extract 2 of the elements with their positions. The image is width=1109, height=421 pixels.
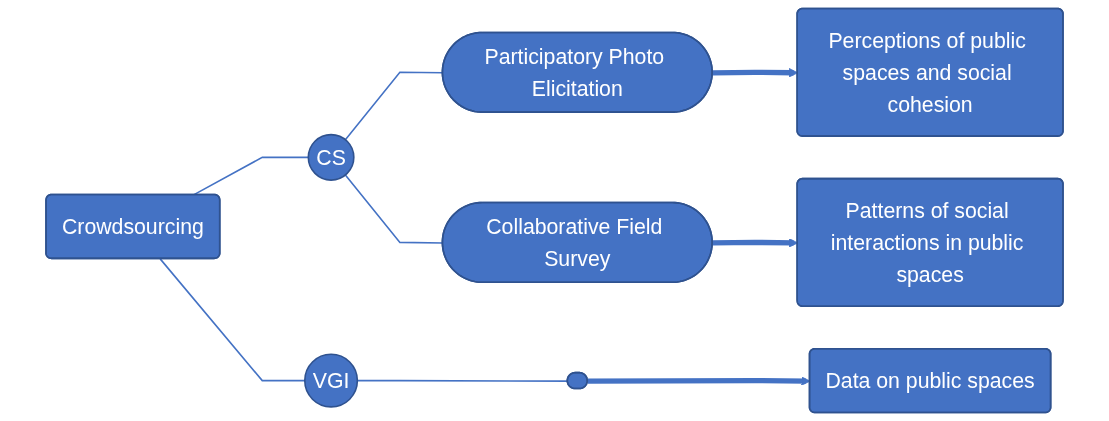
node-circle: CS	[307, 133, 355, 181]
node-circle: VGI	[304, 353, 359, 408]
